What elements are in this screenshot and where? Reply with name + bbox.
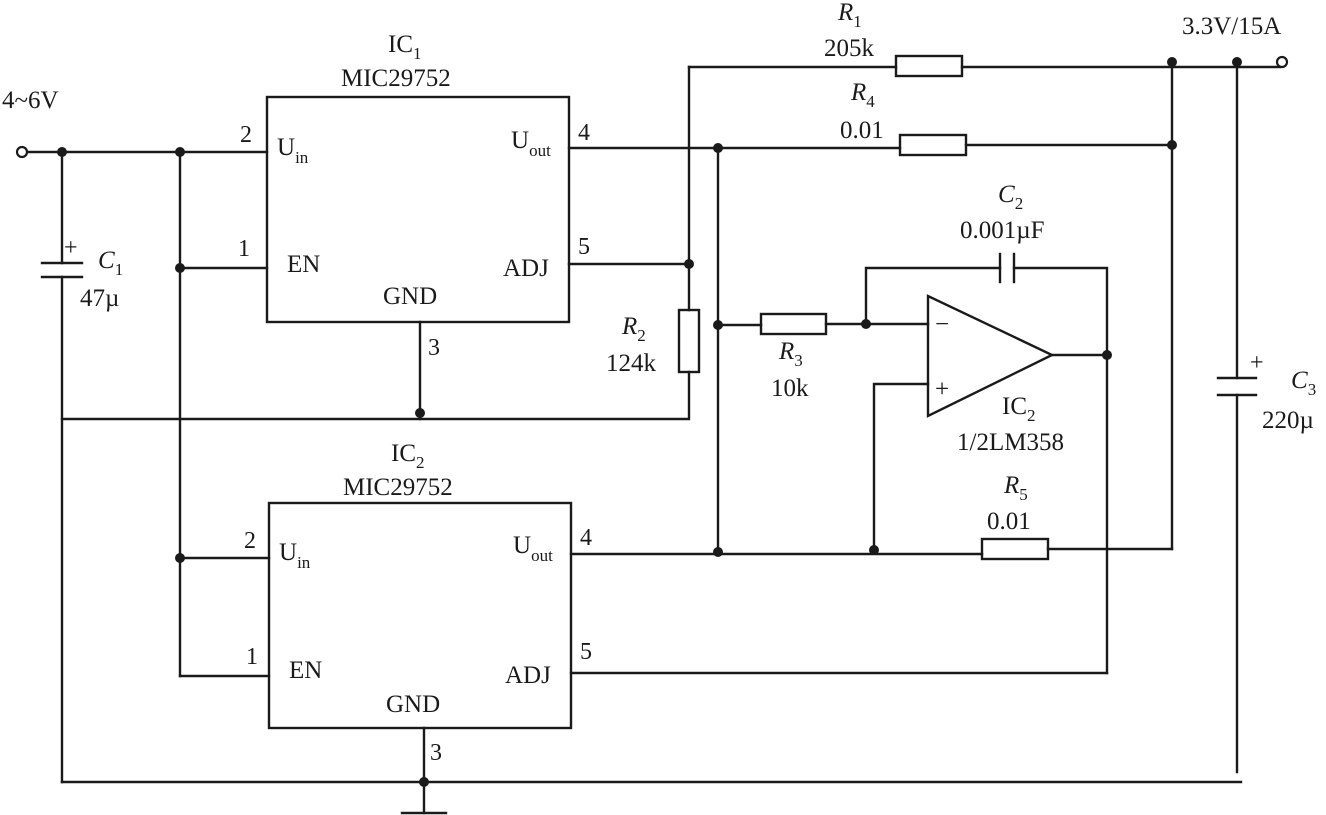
- ic2-pin-gnd: GND: [386, 691, 440, 718]
- ic1-pinnum-adj: 5: [578, 234, 590, 260]
- r5-resistor: [980, 537, 1050, 561]
- r3-ref: R3: [778, 338, 803, 370]
- c1-polarity: +: [64, 235, 78, 261]
- ic1-pinnum-gnd: 3: [428, 335, 440, 361]
- opamp-minus-sign: −: [935, 311, 949, 338]
- ic1-pinnum-uin: 2: [240, 122, 252, 148]
- ic1-body: [265, 95, 571, 324]
- ic1-pin-gnd: GND: [383, 283, 437, 310]
- r2-resistor: [677, 308, 701, 374]
- input-terminal: [15, 145, 29, 159]
- input-voltage-label: 4~6V: [2, 87, 59, 114]
- r4-value: 0.01: [840, 117, 884, 144]
- c3-ref: C3: [1291, 367, 1316, 399]
- ic2-pinnum-uin: 2: [244, 528, 256, 554]
- c3-capacitor: [1216, 376, 1258, 397]
- c2-value: 0.001µF: [960, 217, 1045, 244]
- ic1-pinnum-en: 1: [238, 236, 250, 262]
- ic2-ref: IC2: [391, 440, 425, 472]
- r4-resistor: [898, 133, 968, 157]
- r1-resistor: [894, 54, 964, 78]
- c2-capacitor: [998, 252, 1016, 284]
- ic1-part: MIC29752: [341, 65, 451, 92]
- ic2-pinnum-en: 1: [246, 644, 258, 670]
- output-terminal: [1275, 55, 1289, 69]
- ic2-pin-uout: Uout: [513, 532, 553, 565]
- c1-ref: C1: [98, 247, 123, 279]
- ic1-pin-en: EN: [287, 251, 320, 278]
- ic1-pin-uout: Uout: [511, 127, 551, 160]
- opamp-part: 1/2LM358: [957, 429, 1064, 456]
- r3-resistor: [759, 312, 828, 336]
- ic2-pinnum-gnd: 3: [430, 740, 442, 766]
- ic1-pin-uin: Uin: [277, 134, 309, 167]
- ic2-part: MIC29752: [343, 474, 453, 501]
- c2-ref: C2: [998, 181, 1023, 213]
- ic2-pinnum-uout: 4: [580, 525, 592, 551]
- ic1-ref: IC1: [388, 31, 422, 63]
- opamp-ref: IC2: [1002, 393, 1036, 425]
- c3-polarity: +: [1250, 350, 1264, 376]
- r2-ref: R2: [621, 313, 646, 345]
- ic2-pin-en: EN: [289, 657, 322, 684]
- r2-value: 124k: [606, 350, 657, 377]
- r1-value: 205k: [824, 35, 875, 62]
- c1-capacitor: [40, 261, 84, 279]
- ic1-pin-adj: ADJ: [503, 255, 549, 282]
- opamp-plus-sign: +: [935, 376, 949, 403]
- output-rating-label: 3.3V/15A: [1182, 13, 1281, 40]
- r5-value: 0.01: [987, 508, 1031, 535]
- ic2-pinnum-adj: 5: [580, 639, 592, 665]
- c3-value: 220µ: [1262, 407, 1314, 434]
- ic1-pinnum-uout: 4: [578, 120, 590, 146]
- c1-value: 47µ: [80, 285, 119, 312]
- ic2-pin-uin: Uin: [279, 539, 311, 572]
- junction-dots: [57, 57, 1242, 787]
- ic2-pin-adj: ADJ: [505, 662, 551, 689]
- r5-ref: R5: [1003, 472, 1028, 504]
- r4-ref: R4: [850, 79, 875, 111]
- wires: [26, 60, 1282, 815]
- r1-ref: R1: [837, 0, 862, 31]
- opamp-triangle: [926, 294, 1055, 418]
- ic2-body: [267, 501, 573, 730]
- r3-value: 10k: [771, 375, 809, 402]
